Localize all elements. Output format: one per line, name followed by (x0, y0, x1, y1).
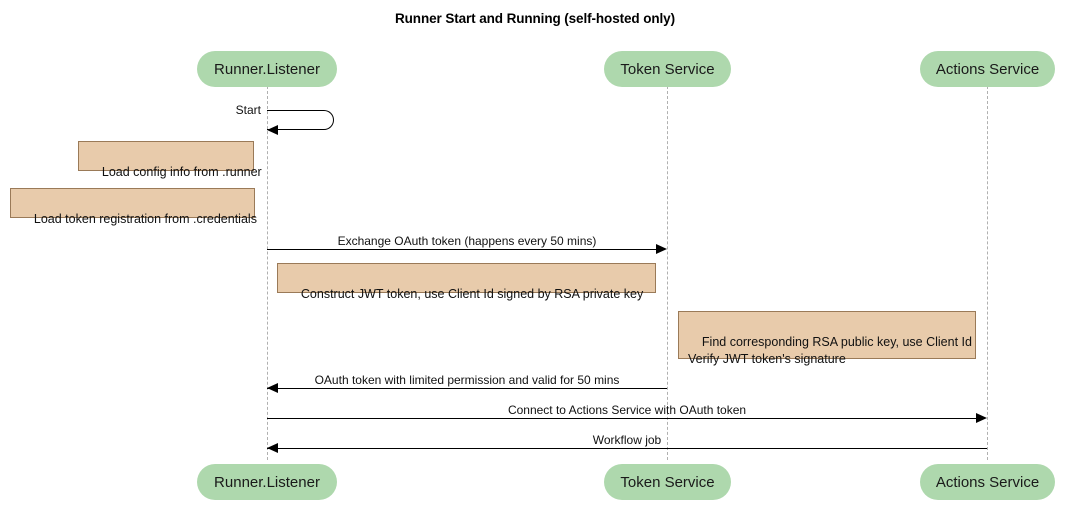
participant-actions-service-bottom[interactable]: Actions Service (920, 464, 1055, 500)
note-construct-jwt: Construct JWT token, use Client Id signe… (277, 263, 656, 301)
participant-label: Actions Service (935, 60, 1040, 78)
participant-token-service-top[interactable]: Token Service (604, 51, 731, 87)
message-label-exchange-oauth-token: Exchange OAuth token (happens every 50 m… (337, 234, 597, 248)
participant-runner-listener-top[interactable]: Runner.Listener (197, 51, 337, 87)
lifeline-actions (987, 86, 988, 460)
note-fold-icon (964, 311, 976, 323)
arrowhead-workflow-job (267, 443, 278, 453)
participant-label: Runner.Listener (214, 473, 320, 491)
page-title: Runner Start and Running (self-hosted on… (395, 11, 675, 26)
note-verify-jwt: Find corresponding RSA public key, use C… (678, 311, 976, 366)
message-label-start: Start (235, 103, 261, 117)
participant-runner-listener-bottom[interactable]: Runner.Listener (197, 464, 337, 500)
note-load-token-registration: Load token registration from .credential… (10, 188, 257, 226)
arrowhead-connect-actions (976, 413, 987, 423)
note-text: Find corresponding RSA public key, use C… (688, 335, 972, 366)
participant-label: Runner.Listener (214, 60, 320, 78)
participant-label: Token Service (620, 473, 715, 491)
message-label-oauth-token-return: OAuth token with limited permission and … (314, 373, 620, 387)
message-line-workflow-job (267, 448, 987, 449)
participant-token-service-bottom[interactable]: Token Service (604, 464, 731, 500)
self-message-start-loop (267, 110, 334, 130)
arrowhead-oauth-token-return (267, 383, 278, 393)
message-line-connect-actions (267, 418, 976, 419)
note-fold-icon (242, 141, 254, 153)
message-line-exchange-oauth-token (267, 249, 656, 250)
note-text: Construct JWT token, use Client Id signe… (300, 287, 644, 301)
message-line-oauth-token-return (267, 388, 667, 389)
arrowhead-start (267, 125, 278, 135)
message-label-connect-actions: Connect to Actions Service with OAuth to… (507, 403, 747, 417)
participant-label: Actions Service (935, 473, 1040, 491)
note-text: Load token registration from .credential… (33, 212, 257, 226)
lifeline-token (667, 86, 668, 460)
message-label-workflow-job: Workflow job (592, 433, 662, 447)
note-fold-icon (644, 263, 656, 275)
participant-label: Token Service (620, 60, 715, 78)
note-load-config: Load config info from .runner (78, 141, 262, 179)
arrowhead-exchange-oauth-token (656, 244, 667, 254)
lifeline-runner (267, 86, 268, 460)
note-text: Load config info from .runner (101, 165, 262, 179)
participant-actions-service-top[interactable]: Actions Service (920, 51, 1055, 87)
note-fold-icon (243, 188, 255, 200)
